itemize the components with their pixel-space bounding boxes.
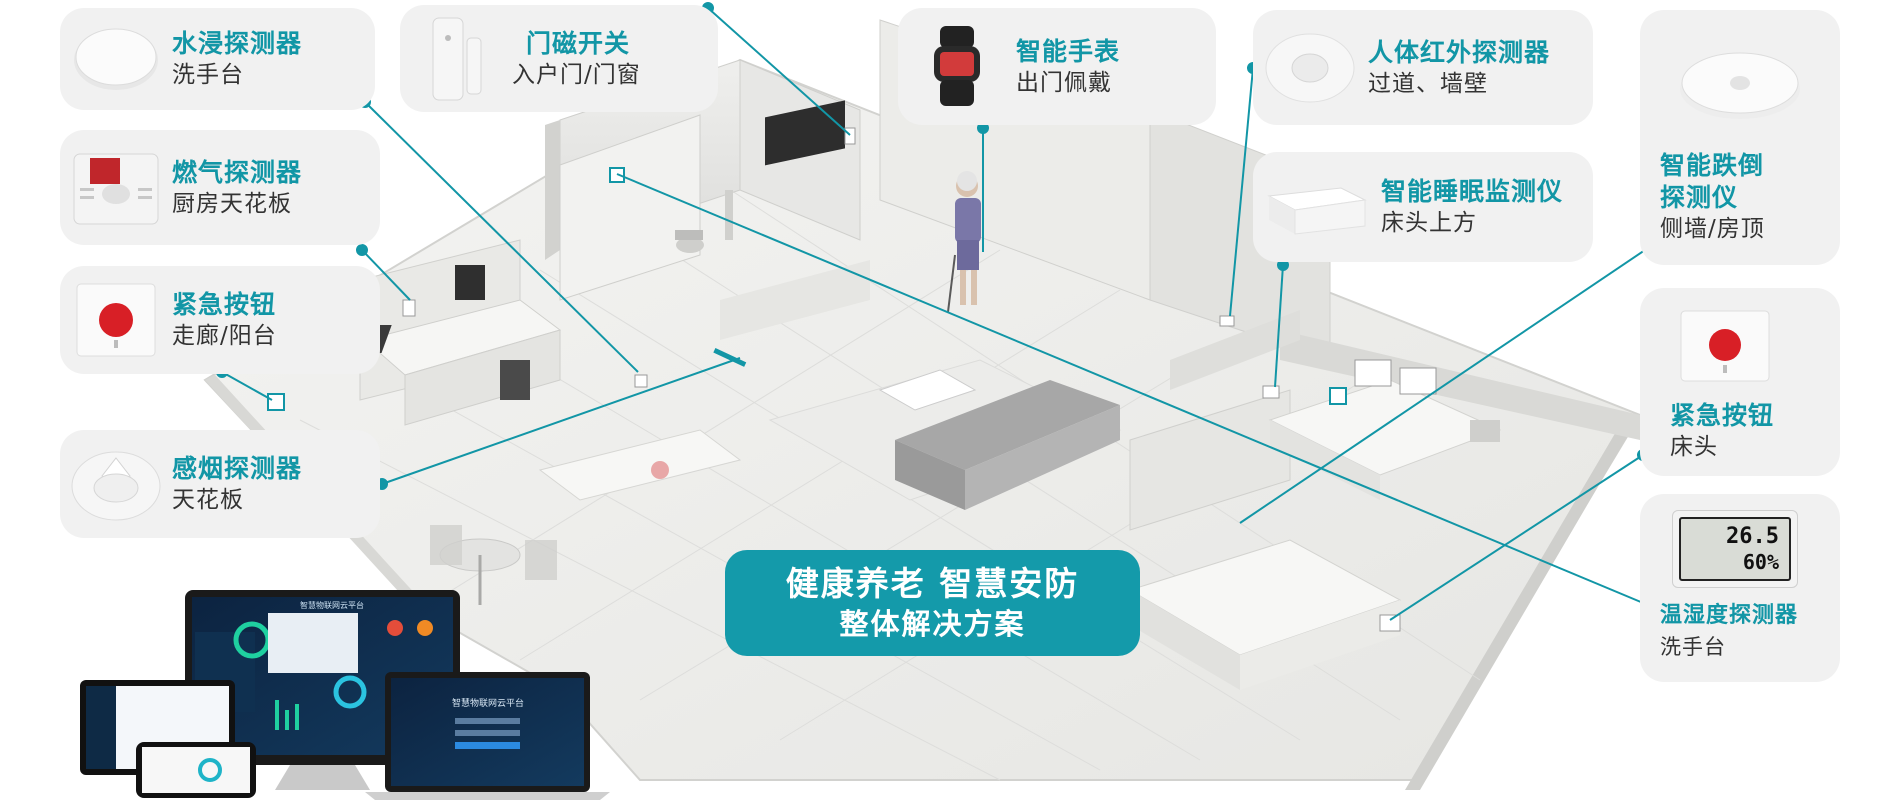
card-location: 床头上方 <box>1381 210 1477 236</box>
card-title: 智能手表 <box>1016 36 1121 66</box>
monitor-screen-title: 智慧物联网云平台 <box>300 601 364 610</box>
banner-line1: 健康养老 智慧安防 <box>785 564 1080 603</box>
card-location: 走廊/阳台 <box>172 323 277 349</box>
platform-devices <box>80 590 610 800</box>
card-location: 过道、墙壁 <box>1368 70 1488 97</box>
card-location: 洗手台 <box>1660 635 1726 659</box>
door-magnet-sensor-icon <box>400 5 512 112</box>
card-water-leak-detector: 水浸探测器 洗手台 <box>60 8 375 110</box>
solution-banner: 健康养老 智慧安防 整体解决方案 <box>725 550 1140 656</box>
emergency-button-icon <box>1670 306 1780 386</box>
display-temperature: 26.5 <box>1726 524 1779 549</box>
card-title: 温湿度探测器 <box>1660 603 1799 628</box>
card-title: 人体红外探测器 <box>1368 37 1551 67</box>
banner-line2: 整体解决方案 <box>839 607 1026 641</box>
smart-watch-icon <box>898 8 1016 125</box>
card-title-line1: 智能跌倒 <box>1660 151 1765 180</box>
elderly-person-figure <box>947 171 981 313</box>
ceiling-radar-icon <box>1660 32 1820 132</box>
pir-sensor-icon <box>1253 10 1368 125</box>
card-smoke-detector: 感烟探测器 天花板 <box>60 430 380 538</box>
living-room <box>430 100 1122 605</box>
card-location: 洗手台 <box>172 62 244 88</box>
round-disc-sensor-icon <box>60 8 172 110</box>
callout-leader-lines <box>216 2 1654 621</box>
card-smart-watch: 智能手表 出门佩戴 <box>898 8 1216 125</box>
card-pir-motion-detector: 人体红外探测器 过道、墙壁 <box>1253 10 1593 125</box>
card-title: 燃气探测器 <box>172 157 303 187</box>
card-title: 智能睡眠监测仪 <box>1381 177 1564 206</box>
laptop-screen-title: 智慧物联网云平台 <box>451 699 524 709</box>
bedrooms <box>1128 359 1502 690</box>
card-temperature-humidity-sensor: 26.5 60% 温湿度探测器 洗手台 <box>1640 494 1840 682</box>
card-title: 门磁开关 <box>526 28 631 58</box>
card-title: 水浸探测器 <box>172 29 303 58</box>
thermo-hygrometer-icon: 26.5 60% <box>1670 508 1800 590</box>
emergency-button-icon <box>60 266 172 374</box>
card-emergency-button-hallway: 紧急按钮 走廊/阳台 <box>60 266 380 374</box>
card-title-line2: 探测仪 <box>1660 183 1739 212</box>
card-title: 紧急按钮 <box>1670 401 1775 430</box>
card-location: 入户门/门窗 <box>512 61 641 88</box>
gas-detector-icon <box>60 130 172 245</box>
card-location: 侧墙/房顶 <box>1660 216 1765 242</box>
display-humidity: 60% <box>1742 550 1779 574</box>
installed-devices <box>267 127 1401 632</box>
card-location: 床头 <box>1670 434 1718 460</box>
card-title: 感烟探测器 <box>172 454 303 483</box>
sleep-monitor-icon <box>1253 152 1381 262</box>
card-title: 紧急按钮 <box>172 290 277 319</box>
card-fall-detector: 智能跌倒 探测仪 侧墙/房顶 <box>1640 10 1840 265</box>
card-door-contact-switch: 门磁开关 入户门/门窗 <box>400 5 718 112</box>
card-sleep-monitor: 智能睡眠监测仪 床头上方 <box>1253 152 1593 262</box>
card-gas-detector: 燃气探测器 厨房天花板 <box>60 130 380 245</box>
bathroom <box>675 190 733 253</box>
smoke-detector-icon <box>60 430 172 538</box>
card-location: 出门佩戴 <box>1016 69 1112 96</box>
card-location: 厨房天花板 <box>172 190 292 217</box>
card-location: 天花板 <box>172 487 244 513</box>
card-emergency-button-bedside: 紧急按钮 床头 <box>1640 288 1840 476</box>
